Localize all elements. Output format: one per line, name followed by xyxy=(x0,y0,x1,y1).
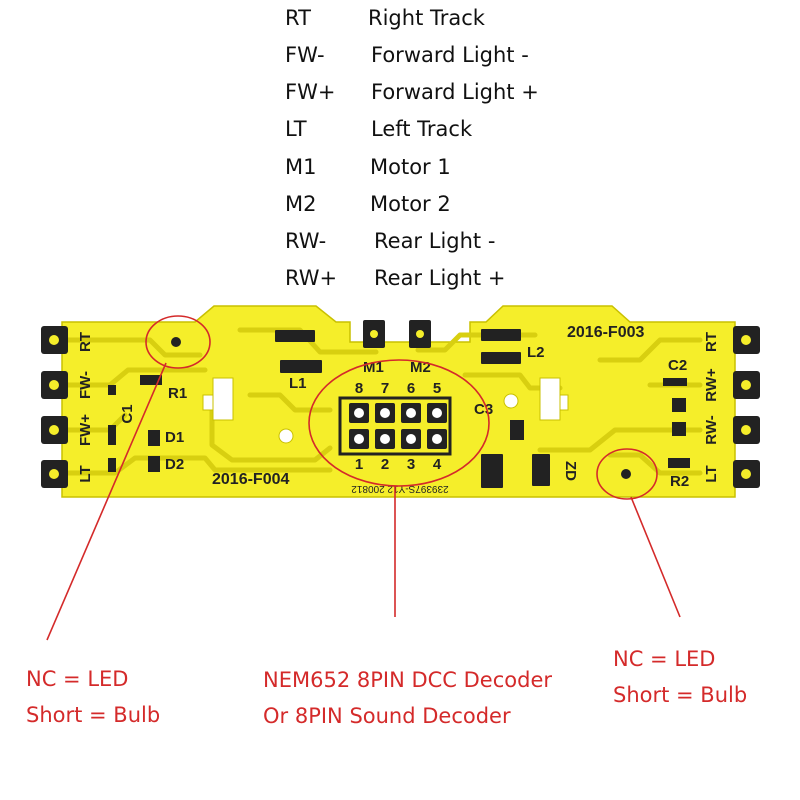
legend-row: RT Right Track xyxy=(0,6,800,36)
legend-row: FW- Forward Light - xyxy=(0,43,800,73)
silk-small-code: 239397S-Y12 200812 xyxy=(351,483,449,494)
note-line: Short = Bulb xyxy=(26,703,161,727)
silk-l1: L1 xyxy=(289,375,307,392)
nem652-socket xyxy=(338,396,452,456)
legend-desc: Left Track xyxy=(371,117,473,141)
right-note: NC = LED Short = Bulb xyxy=(613,641,747,713)
pad-label-right-rw-plus: RW+ xyxy=(703,368,720,402)
legend-row: FW+ Forward Light + xyxy=(0,80,800,110)
legend-desc: Motor 2 xyxy=(370,192,451,216)
pad-label-left-fw-plus: FW+ xyxy=(77,414,94,446)
silk-zd: ZD xyxy=(562,461,579,481)
light-jumper-pad-right xyxy=(621,469,631,479)
legend-abbr: RT xyxy=(285,6,311,30)
note-line: NC = LED xyxy=(26,667,129,691)
legend-row: LT Left Track xyxy=(0,117,800,147)
silk-r2: R2 xyxy=(670,473,689,490)
legend-abbr: M2 xyxy=(285,192,317,216)
legend-desc: Rear Light - xyxy=(374,229,496,253)
legend-desc: Forward Light + xyxy=(371,80,539,104)
pin-number: 3 xyxy=(407,456,415,473)
pin-number: 4 xyxy=(433,456,442,473)
legend-desc: Right Track xyxy=(368,6,485,30)
legend-abbr: FW+ xyxy=(285,80,336,104)
mounting-hole xyxy=(503,393,519,409)
pointer-line-right xyxy=(630,496,681,618)
pin-number: 5 xyxy=(433,380,441,397)
note-line: NEM652 8PIN DCC Decoder xyxy=(263,668,552,692)
highlight-ellipse-right xyxy=(596,448,658,500)
silk-d2: D2 xyxy=(165,456,184,473)
silk-r1: R1 xyxy=(168,385,187,402)
pin-number: 1 xyxy=(355,456,363,473)
legend-row: M2 Motor 2 xyxy=(0,192,800,222)
pin-number: 2 xyxy=(381,456,389,473)
legend-row: RW+ Rear Light + xyxy=(0,266,800,296)
legend-desc: Rear Light + xyxy=(374,266,506,290)
pad-label-right-rt: RT xyxy=(703,332,720,352)
legend-abbr: RW+ xyxy=(285,266,338,290)
silk-c1: C1 xyxy=(119,404,136,423)
pin-number: 8 xyxy=(355,380,363,397)
legend-abbr: LT xyxy=(285,117,307,141)
highlight-ellipse-left xyxy=(145,315,211,369)
legend-row: RW- Rear Light - xyxy=(0,229,800,259)
silk-code-top: 2016-F003 xyxy=(567,324,644,341)
mounting-hole xyxy=(278,428,294,444)
silk-code-bottom: 2016-F004 xyxy=(212,471,289,488)
legend-abbr: M1 xyxy=(285,155,317,179)
legend-desc: Motor 1 xyxy=(370,155,451,179)
silk-c2: C2 xyxy=(668,357,687,374)
silk-l2: L2 xyxy=(527,344,545,361)
center-note: NEM652 8PIN DCC Decoder Or 8PIN Sound De… xyxy=(263,662,552,734)
pad-label-right-rw-minus: RW- xyxy=(703,415,720,444)
silk-d1: D1 xyxy=(165,429,184,446)
right-edge-pads xyxy=(733,326,760,488)
pin-number: 7 xyxy=(381,380,389,397)
pad-label-right-lt: LT xyxy=(703,465,720,482)
silk-c3: C3 xyxy=(474,401,493,418)
note-line: Short = Bulb xyxy=(613,683,748,707)
pointer-line-left xyxy=(46,362,167,641)
legend-desc: Forward Light - xyxy=(371,43,529,67)
left-note: NC = LED Short = Bulb xyxy=(26,661,160,733)
smd-components xyxy=(108,329,690,488)
pin-number: 6 xyxy=(407,380,415,397)
pad-label-left-lt: LT xyxy=(77,465,94,482)
pad-label-left-fw-minus: FW- xyxy=(77,371,94,399)
pad-label-left-rt: RT xyxy=(77,332,94,352)
note-line: NC = LED xyxy=(613,647,716,671)
legend-abbr: RW- xyxy=(285,229,327,253)
annotation-markings xyxy=(46,315,681,641)
highlight-ellipse-center xyxy=(308,359,490,487)
legend-row: M1 Motor 1 xyxy=(0,155,800,185)
legend-abbr: FW- xyxy=(285,43,325,67)
light-jumper-pad-left xyxy=(171,337,181,347)
note-line: Or 8PIN Sound Decoder xyxy=(263,704,511,728)
cutout-left xyxy=(202,377,234,421)
cutout-right xyxy=(539,377,569,421)
